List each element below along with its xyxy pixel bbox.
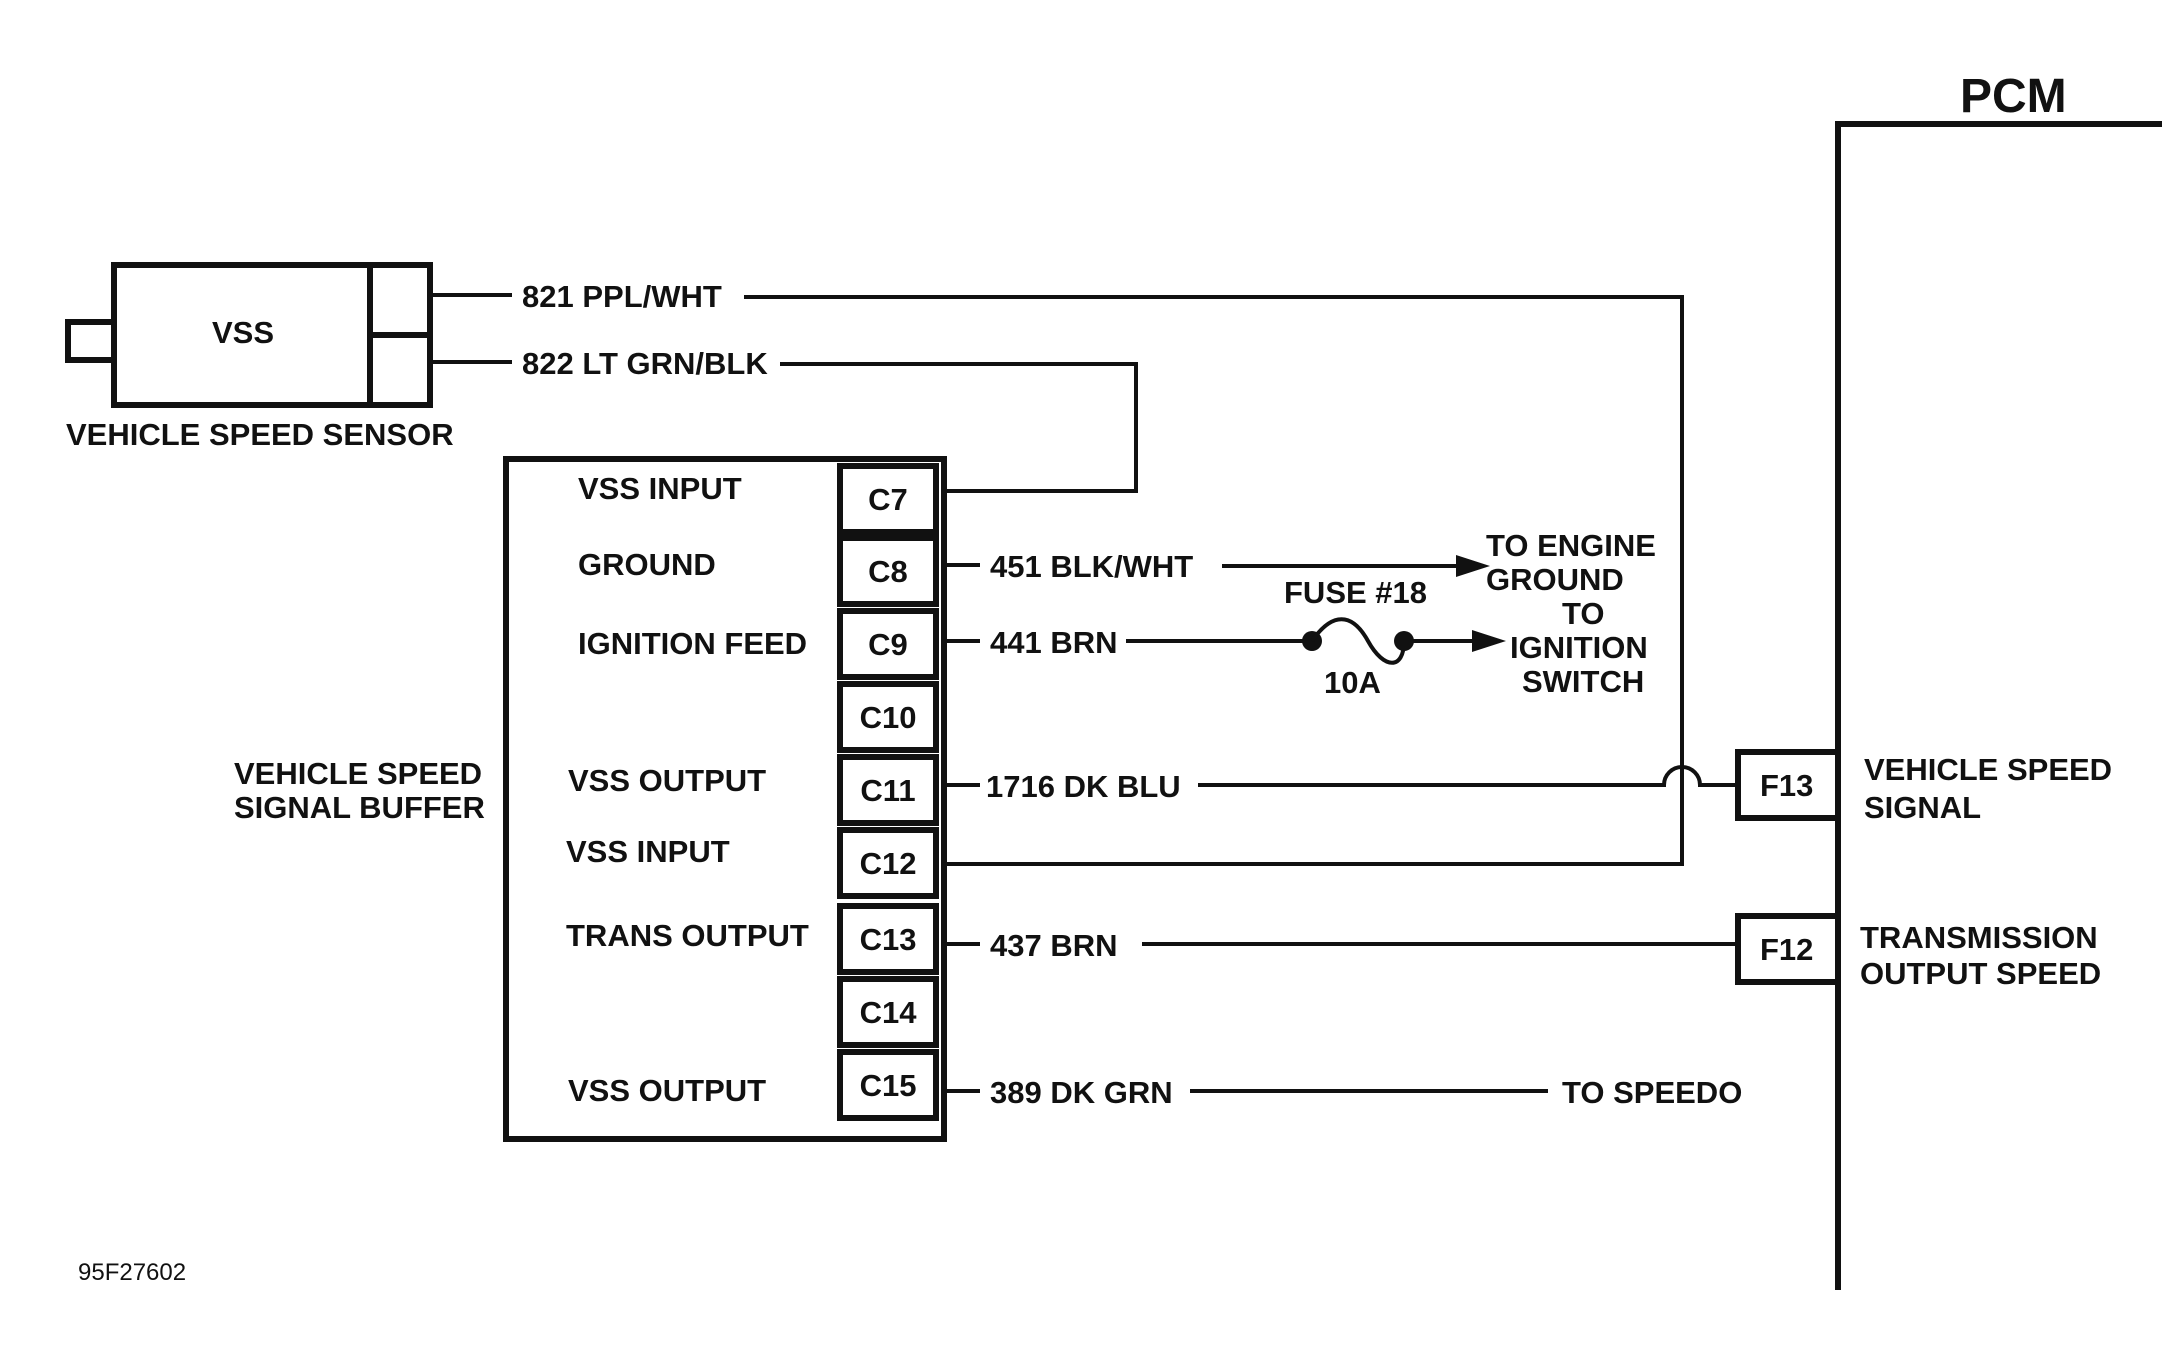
vss-caption: VEHICLE SPEED SENSOR bbox=[66, 417, 454, 452]
buffer-pin-c15-cell bbox=[837, 1049, 939, 1121]
wire-822-label: 822 LT GRN/BLK bbox=[522, 346, 768, 381]
vss-label: VSS bbox=[212, 315, 274, 350]
buffer-pin-c12-id: C12 bbox=[860, 846, 917, 881]
buffer-pin-c14-id: C14 bbox=[860, 995, 918, 1030]
pcm-pin-f12-id: F12 bbox=[1760, 932, 1813, 967]
buffer-pin-c7-cell bbox=[837, 463, 939, 535]
figure-code: 95F27602 bbox=[78, 1259, 186, 1286]
wire-441-label: 441 BRN bbox=[990, 625, 1118, 660]
buffer-pin-c9-label: IGNITION FEED bbox=[578, 626, 807, 661]
dest-ign-3: SWITCH bbox=[1522, 664, 1644, 699]
wire-822-b bbox=[780, 362, 1138, 493]
pcm-pin-f12-box bbox=[1735, 913, 1841, 985]
pcm-pin-f12-label-1: TRANSMISSION bbox=[1860, 920, 2098, 955]
wire-389-label: 389 DK GRN bbox=[990, 1075, 1173, 1110]
wire-437-label: 437 BRN bbox=[990, 928, 1118, 963]
buffer-pin-c12-label: VSS INPUT bbox=[566, 834, 730, 869]
buffer-caption-2: SIGNAL BUFFER bbox=[234, 790, 485, 825]
wire-821-label: 821 PPL/WHT bbox=[522, 279, 722, 314]
wires: 821 PPL/WHT 822 LT GRN/BLK 451 BLK/WHT 4… bbox=[430, 279, 1738, 1110]
pcm-pin-f13-label-1: VEHICLE SPEED bbox=[1864, 752, 2112, 787]
buffer-pin-c13-id: C13 bbox=[860, 922, 917, 957]
pcm-outline bbox=[1835, 121, 2162, 1290]
pcm-module: PCM F13 VEHICLE SPEED SIGNAL F12 TRANSMI… bbox=[1735, 70, 2162, 1290]
buffer-outline bbox=[503, 456, 947, 1142]
buffer-pin-c8-id: C8 bbox=[868, 554, 908, 589]
dest-ign-2: IGNITION bbox=[1510, 630, 1648, 665]
dest-ground-1: TO ENGINE bbox=[1486, 528, 1656, 563]
buffer-pin-c8-cell bbox=[837, 535, 939, 607]
buffer-caption-1: VEHICLE SPEED bbox=[234, 756, 482, 791]
buffer-pin-c15-id: C15 bbox=[860, 1068, 917, 1103]
buffer-pin-c11-label: VSS OUTPUT bbox=[568, 763, 766, 798]
wire-821-b bbox=[744, 295, 1684, 866]
wire-1716-b bbox=[1198, 765, 1738, 787]
dest-speedo: TO SPEEDO bbox=[1562, 1075, 1742, 1110]
buffer-pin-c7-id: C7 bbox=[868, 482, 908, 517]
fuse-label: FUSE #18 bbox=[1284, 575, 1427, 610]
buffer-pin-c8-label: GROUND bbox=[578, 547, 716, 582]
dest-ground-2: GROUND bbox=[1486, 562, 1624, 597]
buffer-pin-c15-label: VSS OUTPUT bbox=[568, 1073, 766, 1108]
buffer-pin-c13-cell bbox=[837, 903, 939, 975]
dest-ign-1: TO bbox=[1562, 596, 1605, 631]
buffer-pin-c14-cell bbox=[837, 976, 939, 1048]
buffer-pin-c11-cell bbox=[837, 754, 939, 826]
buffer-pin-c10-cell bbox=[837, 681, 939, 753]
wire-451-arrow bbox=[1456, 555, 1490, 577]
pcm-title: PCM bbox=[1960, 70, 2067, 123]
buffer-pin-c10-id: C10 bbox=[860, 700, 917, 735]
pcm-pin-f13-id: F13 bbox=[1760, 768, 1813, 803]
wire-441-arrow bbox=[1472, 630, 1506, 652]
wire-451-label: 451 BLK/WHT bbox=[990, 549, 1193, 584]
vehicle-speed-sensor: VSS VEHICLE SPEED SENSOR bbox=[65, 262, 454, 452]
fuse-rating: 10A bbox=[1324, 665, 1381, 700]
fuse-element bbox=[1310, 617, 1406, 665]
buffer-pin-c11-id: C11 bbox=[860, 773, 915, 808]
buffer-pin-c12-cell bbox=[837, 827, 939, 899]
destinations: TO ENGINE GROUND TO IGNITION SWITCH TO S… bbox=[1486, 528, 1742, 1110]
pcm-pin-f12-label-2: OUTPUT SPEED bbox=[1860, 956, 2101, 991]
buffer-pin-c9-cell bbox=[837, 608, 939, 680]
buffer-pin-c9-id: C9 bbox=[868, 627, 908, 662]
buffer-pin-c7-label: VSS INPUT bbox=[578, 471, 742, 506]
wire-1716-label: 1716 DK BLU bbox=[986, 769, 1181, 804]
vss-shaft bbox=[65, 319, 117, 363]
buffer-pin-c13-label: TRANS OUTPUT bbox=[566, 918, 809, 953]
pcm-pin-f13-label-2: SIGNAL bbox=[1864, 790, 1981, 825]
